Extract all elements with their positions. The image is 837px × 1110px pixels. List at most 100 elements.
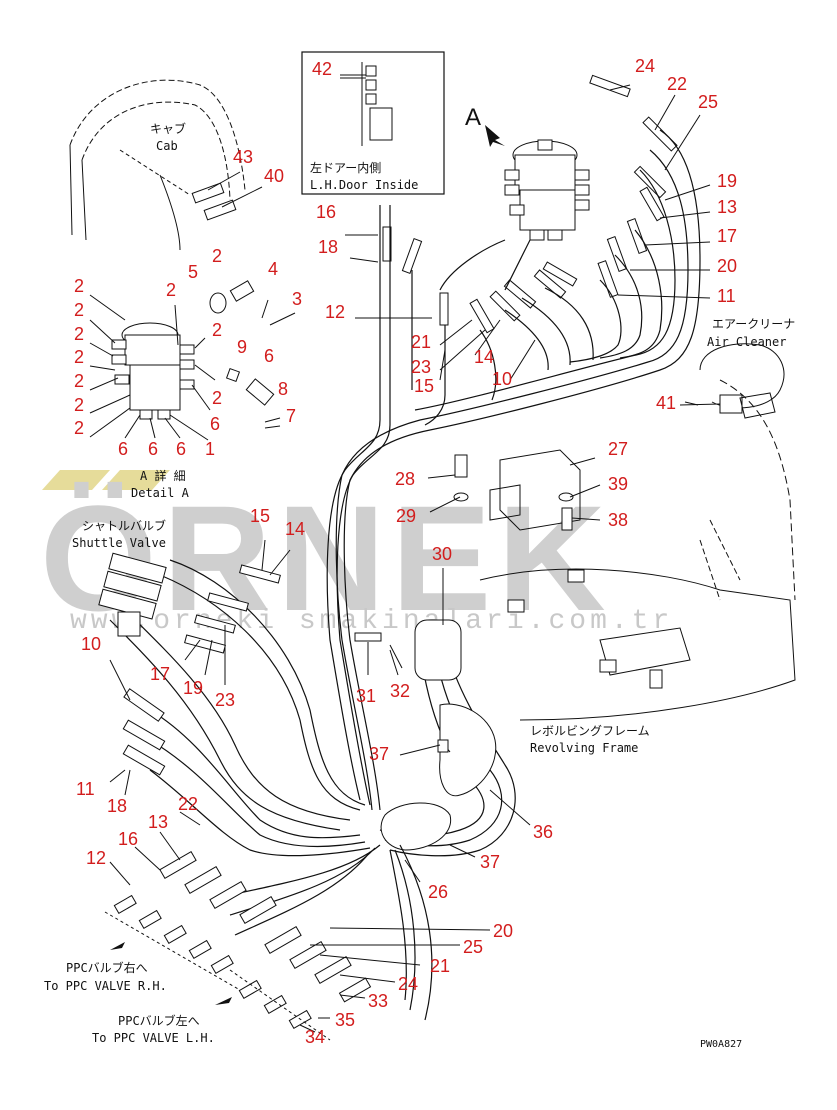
detail-a-label-en: Detail A — [131, 486, 190, 500]
callout-15-b: 15 — [250, 506, 270, 526]
callout-14: 14 — [474, 347, 494, 367]
callout-3: 3 — [292, 289, 302, 309]
callout-38: 38 — [608, 510, 628, 530]
part-40-icon — [203, 199, 237, 221]
ppc-connectors: PPCバルブ右へ To PPC VALVE R.H. PPCバルブ左へ To P… — [44, 850, 372, 1045]
revolving-label-en: Revolving Frame — [530, 741, 638, 755]
air-cleaner-label-jp: エアークリーナ — [712, 317, 795, 331]
callout-21: 21 — [411, 332, 431, 352]
watermark-url: www.orneki smakinalari.com.tr — [70, 606, 673, 637]
callout-23: 23 — [411, 357, 431, 377]
callout-24-b: 24 — [398, 974, 418, 994]
callout-24: 24 — [635, 56, 655, 76]
callout-10-b: 10 — [81, 634, 101, 654]
callout-9: 9 — [237, 337, 247, 357]
callout-37-b: 37 — [480, 852, 500, 872]
callout-35: 35 — [335, 1010, 355, 1030]
callout-1: 1 — [205, 439, 215, 459]
callout-12-b: 12 — [86, 848, 106, 868]
callout-33: 33 — [368, 991, 388, 1011]
callout-8: 8 — [278, 379, 288, 399]
callout-32: 32 — [390, 681, 410, 701]
cab-label-jp: キャブ — [150, 121, 186, 136]
ppc-lh-label-jp: PPCバルブ左へ — [118, 1013, 200, 1028]
callout-2-c: 2 — [166, 280, 176, 300]
shuttle-label-jp: シャトルバルブ — [82, 518, 166, 533]
detail-a: A 詳 細 Detail A — [111, 280, 296, 500]
ppc-lh-label-en: To PPC VALVE L.H. — [92, 1031, 215, 1045]
callout-19: 19 — [717, 171, 737, 191]
callout-2-k: 2 — [212, 388, 222, 408]
callout-23-b: 23 — [215, 690, 235, 710]
revolving-frame: レボルビングフレーム Revolving Frame — [453, 379, 796, 755]
callout-31: 31 — [356, 686, 376, 706]
cab-label-en: Cab — [156, 139, 178, 153]
callout-22: 22 — [667, 74, 687, 94]
watermark-logo-mark-2 — [102, 470, 170, 490]
callout-14-b: 14 — [285, 519, 305, 539]
part-43-icon — [191, 182, 225, 204]
callouts: 42 24 22 25 43 40 19 16 13 18 17 20 11 1… — [74, 56, 737, 1047]
callout-2-i: 2 — [74, 418, 84, 438]
revolving-label-jp: レボルビングフレーム — [530, 724, 650, 738]
left-long-fittings — [122, 688, 166, 776]
callout-2-f: 2 — [74, 347, 84, 367]
callout-26: 26 — [428, 882, 448, 902]
ppc-rh-arrow-icon — [110, 942, 125, 950]
ppc-rh-label-en: To PPC VALVE R.H. — [44, 979, 167, 993]
callout-2-d: 2 — [74, 300, 84, 320]
callout-13-b: 13 — [148, 812, 168, 832]
callout-2-h: 2 — [74, 395, 84, 415]
callout-39: 39 — [608, 474, 628, 494]
callout-10: 10 — [492, 369, 512, 389]
callout-27: 27 — [608, 439, 628, 459]
door-label-en: L.H.Door Inside — [310, 178, 418, 192]
callout-5: 5 — [188, 262, 198, 282]
callout-18-b: 18 — [107, 796, 127, 816]
view-a-label: A — [465, 104, 481, 131]
callout-6-b: 6 — [210, 414, 220, 434]
callout-19-b: 19 — [183, 678, 203, 698]
air-cleaner: エアークリーナ Air Cleaner — [679, 317, 795, 419]
callout-15: 15 — [414, 376, 434, 396]
cab-outline: キャブ Cab — [69, 79, 263, 251]
callout-11-b: 11 — [76, 779, 95, 799]
callout-21-b: 21 — [430, 956, 450, 976]
callout-29: 29 — [396, 506, 416, 526]
clamp-30-icon — [414, 619, 462, 681]
detail-a-label-jp: A 詳 細 — [140, 468, 186, 483]
callout-22-b: 22 — [178, 794, 198, 814]
air-cleaner-label-en: Air Cleaner — [707, 335, 786, 349]
callout-6-e: 6 — [176, 439, 186, 459]
drawing-code: PW0A827 — [700, 1039, 742, 1050]
callout-2-b: 2 — [74, 276, 84, 296]
door-label-jp: 左ドアー内側 — [310, 160, 381, 175]
callout-6-c: 6 — [118, 439, 128, 459]
watermark-logo-mark-1 — [42, 470, 110, 490]
main-valve-block: A — [465, 104, 590, 241]
callout-36: 36 — [533, 822, 553, 842]
bolts — [354, 632, 451, 753]
callout-11: 11 — [717, 286, 736, 306]
callout-16-b: 16 — [118, 829, 138, 849]
callout-17-b: 17 — [150, 664, 170, 684]
leader-lines — [89, 74, 711, 1033]
callout-16: 16 — [316, 202, 336, 222]
ppc-lh-arrow-icon — [215, 997, 232, 1005]
callout-7: 7 — [286, 406, 296, 426]
callout-18: 18 — [318, 237, 338, 257]
callout-37-a: 37 — [369, 744, 389, 764]
callout-20-b: 20 — [493, 921, 513, 941]
hose-bundle — [109, 129, 701, 1021]
callout-4: 4 — [268, 259, 278, 279]
callout-30: 30 — [432, 544, 452, 564]
callout-25: 25 — [698, 92, 718, 112]
callout-42: 42 — [312, 59, 332, 79]
view-a-arrow-icon — [485, 125, 505, 147]
callout-13: 13 — [717, 197, 737, 217]
callout-2-j: 2 — [212, 320, 222, 340]
door-inside-inset: 左ドアー内側 L.H.Door Inside — [301, 51, 445, 195]
callout-6-a: 6 — [264, 346, 274, 366]
